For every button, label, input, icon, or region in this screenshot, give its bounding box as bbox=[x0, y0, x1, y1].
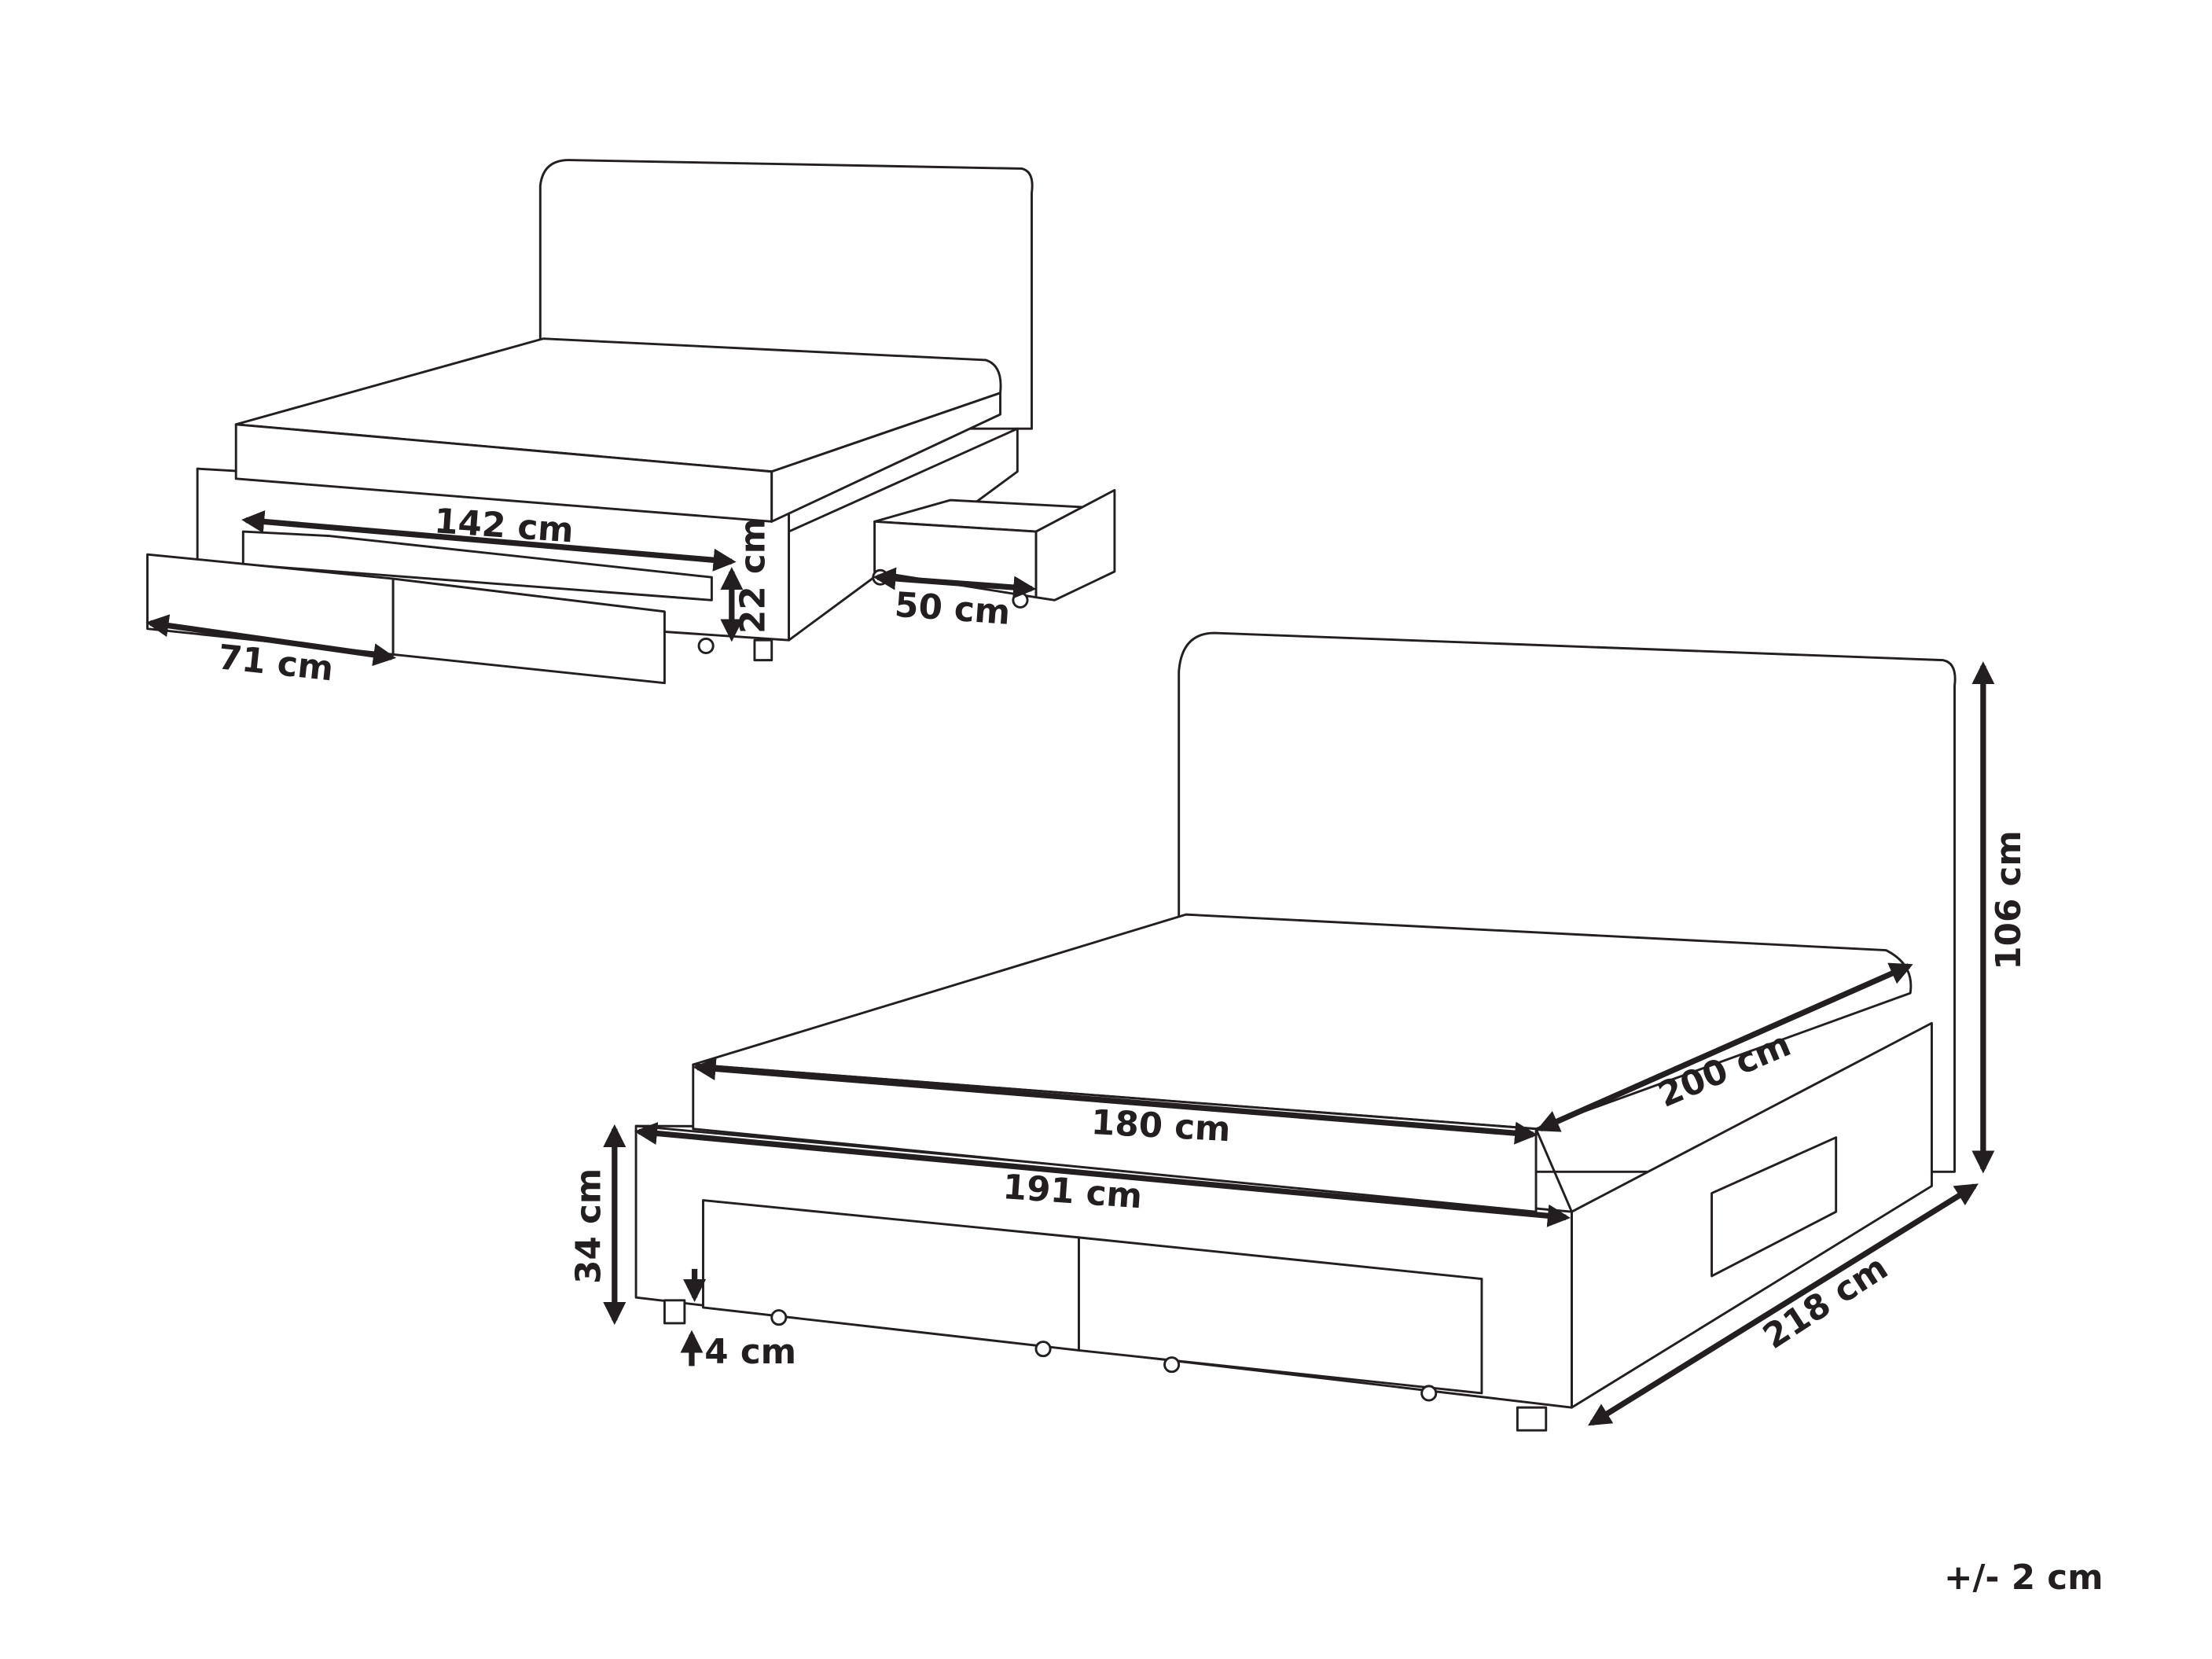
large-caster bbox=[1034, 1341, 1052, 1358]
small-foot bbox=[753, 638, 773, 662]
dim-34-label: 34 cm bbox=[570, 1168, 609, 1284]
dim-142-label: 142 cm bbox=[433, 502, 575, 550]
large-caster bbox=[770, 1309, 788, 1326]
dim-191-label: 191 cm bbox=[1001, 1168, 1144, 1216]
large-foot bbox=[663, 1299, 686, 1325]
dim-106-label: 106 cm bbox=[1990, 830, 2029, 970]
dim-191-arrow bbox=[634, 1122, 1571, 1227]
dim-50-label: 50 cm bbox=[894, 586, 1012, 633]
dim-180-label: 180 cm bbox=[1090, 1103, 1232, 1150]
dim-50-arrow bbox=[873, 567, 1037, 599]
dim-200-arrow bbox=[1536, 962, 1913, 1132]
small-mattress-side bbox=[770, 392, 1001, 523]
large-caster bbox=[1420, 1385, 1438, 1402]
large-foot bbox=[1516, 1406, 1548, 1432]
dim-22-label: 22 cm bbox=[734, 518, 773, 634]
dim-4-label: 4 cm bbox=[704, 1333, 796, 1372]
tolerance-label: +/- 2 cm bbox=[1944, 1558, 2104, 1598]
small-caster bbox=[697, 637, 715, 655]
dim-142-arrow bbox=[241, 510, 737, 572]
dim-218-arrow bbox=[1587, 1183, 1979, 1426]
small-caster bbox=[1012, 591, 1029, 609]
large-drawer-front-b bbox=[1078, 1236, 1483, 1395]
large-caster bbox=[1163, 1356, 1181, 1374]
dim-71-arrow bbox=[145, 614, 397, 667]
